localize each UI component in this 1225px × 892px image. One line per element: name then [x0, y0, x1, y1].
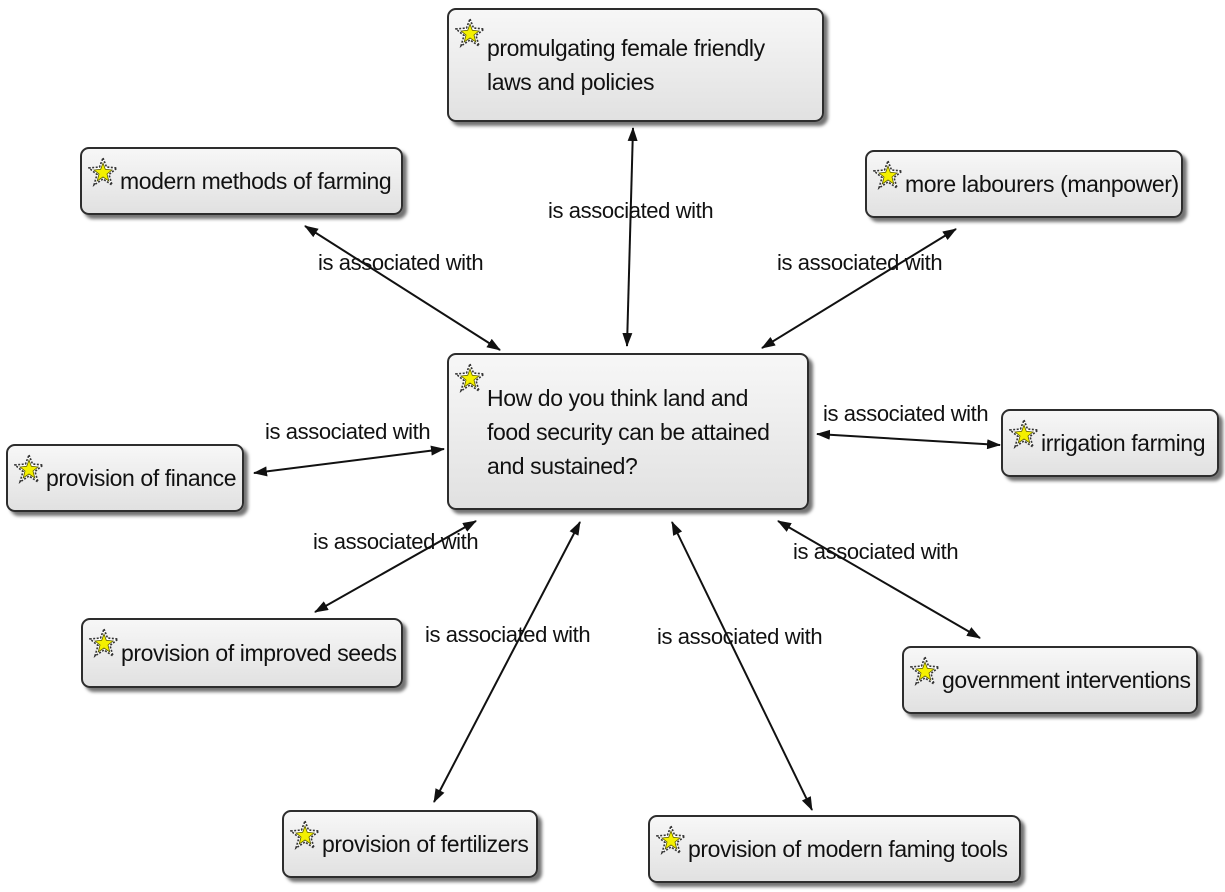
- arrow-to-finance: [253, 445, 445, 477]
- code-label: provision of fertilizers: [322, 831, 529, 857]
- code-star-icon: [455, 363, 485, 393]
- code-label: provision of modern faming tools: [688, 836, 1008, 862]
- center-node[interactable]: How do you think land and food security …: [447, 353, 809, 510]
- arrow-to-irrigation: [816, 429, 1001, 450]
- arrow-to-fertilizers: [433, 521, 581, 803]
- relation-label: is associated with: [265, 419, 431, 444]
- code-star-icon: [455, 18, 485, 48]
- code-node-fertilizers[interactable]: provision of fertilizers: [282, 810, 538, 878]
- code-label: provision of finance: [46, 465, 237, 491]
- arrow-to-labourers: [761, 228, 957, 349]
- code-star-icon: [14, 454, 44, 484]
- code-star-icon: [88, 157, 118, 187]
- code-node-tools[interactable]: provision of modern faming tools: [648, 815, 1021, 883]
- code-label: government interventions: [942, 667, 1191, 693]
- code-node-seeds[interactable]: provision of improved seeds: [81, 618, 403, 688]
- relation-label: is associated with: [823, 401, 989, 426]
- code-label: modern methods of farming: [120, 168, 392, 194]
- relation-label: is associated with: [548, 198, 714, 223]
- code-node-labourers[interactable]: more labourers (manpower): [865, 150, 1183, 218]
- code-node-irrigation[interactable]: irrigation farming: [1001, 409, 1219, 477]
- code-node-female-laws[interactable]: promulgating female friendly laws and po…: [447, 8, 824, 122]
- arrow-to-female-laws: [622, 127, 638, 347]
- code-star-icon: [656, 825, 686, 855]
- code-label: promulgating female friendly laws and po…: [487, 35, 765, 95]
- code-star-icon: [89, 628, 119, 658]
- arrow-to-tools: [671, 521, 813, 811]
- code-star-icon: [910, 656, 940, 686]
- code-label: more labourers (manpower): [905, 171, 1179, 197]
- relation-label: is associated with: [793, 539, 959, 564]
- relation-label: is associated with: [313, 529, 479, 554]
- relation-label: is associated with: [777, 250, 943, 275]
- code-node-government[interactable]: government interventions: [902, 646, 1198, 714]
- center-label: How do you think land and food security …: [487, 384, 770, 479]
- relation-label: is associated with: [318, 250, 484, 275]
- code-star-icon: [873, 160, 903, 190]
- arrow-to-modern-methods: [304, 225, 501, 351]
- code-star-icon: [290, 820, 320, 850]
- code-label: irrigation farming: [1041, 430, 1206, 456]
- code-node-modern-methods[interactable]: modern methods of farming: [80, 147, 403, 215]
- relation-label: is associated with: [657, 624, 823, 649]
- relation-label: is associated with: [425, 622, 591, 647]
- code-star-icon: [1009, 419, 1039, 449]
- code-label: provision of improved seeds: [121, 640, 397, 666]
- code-node-finance[interactable]: provision of finance: [6, 444, 244, 512]
